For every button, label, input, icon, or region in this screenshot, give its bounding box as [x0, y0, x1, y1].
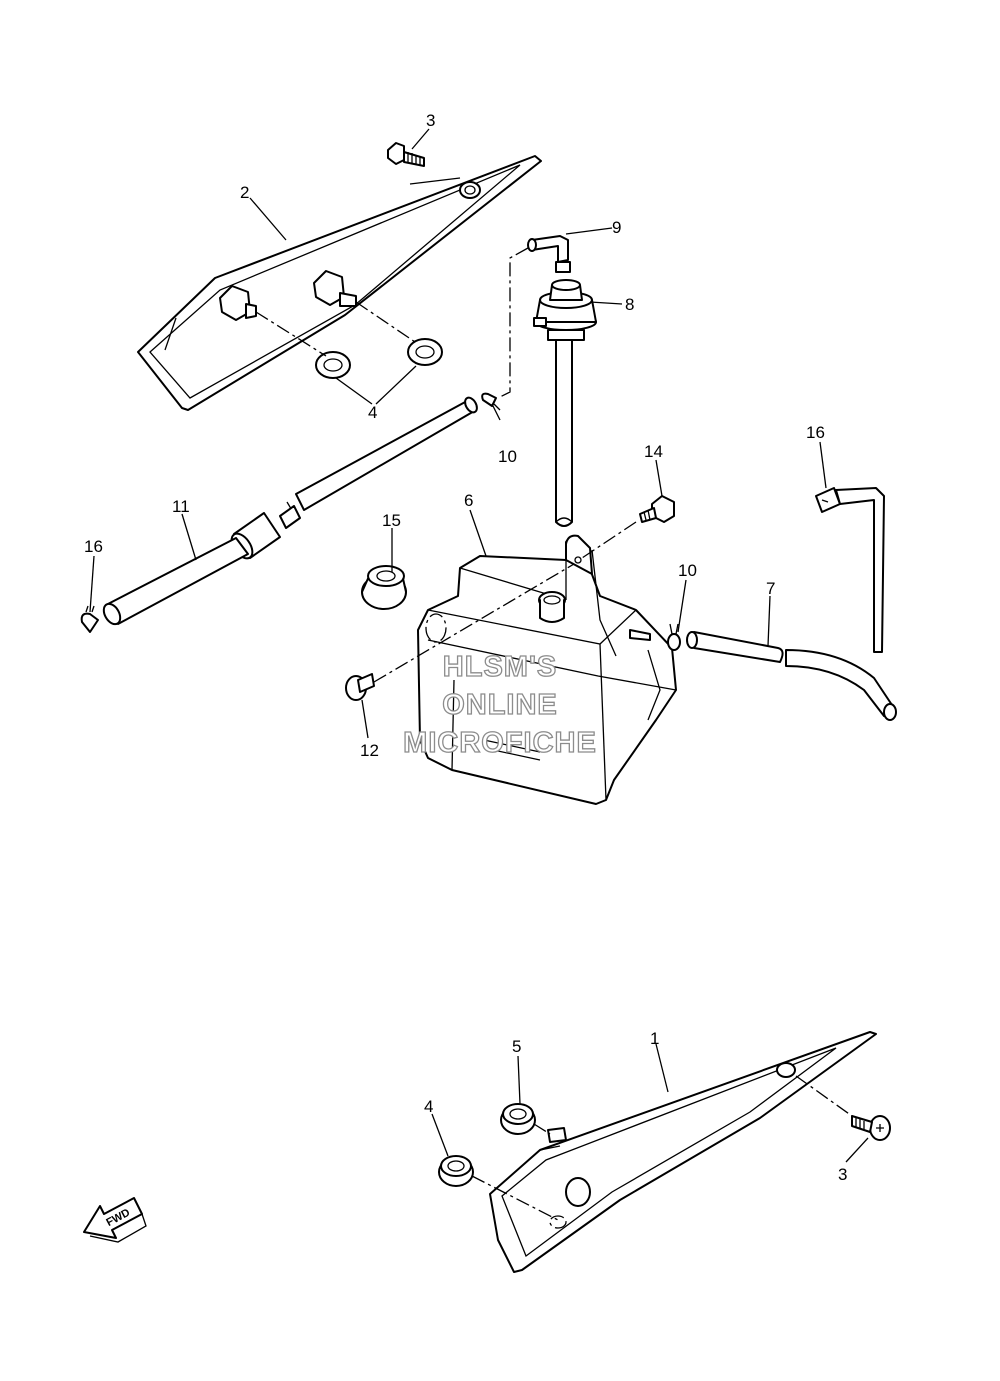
callout-1: 1	[650, 1029, 659, 1048]
callout-labels: 3 2 9 8 4 10 14 16 6 11 15 16 10 7 12 1 …	[84, 111, 847, 1184]
callout-4-lower: 4	[424, 1097, 433, 1116]
grommet-4-lower	[438, 1155, 474, 1187]
callout-7: 8	[625, 295, 634, 314]
callout-8: 9	[612, 218, 621, 237]
callout-16: 16	[806, 423, 825, 442]
watermark-line1: HLSM'S	[443, 651, 557, 683]
grommet-14	[361, 565, 407, 610]
grommet-5	[500, 1103, 536, 1135]
callout-10-right: 10	[678, 561, 697, 580]
callout-10-upper: 10	[498, 447, 517, 466]
leader-lines	[89, 128, 869, 1163]
callout-11: 11	[172, 497, 190, 516]
watermark-line2: ONLINE	[442, 689, 558, 721]
oil-tank	[417, 534, 677, 805]
callout-5: 5	[512, 1037, 521, 1056]
callout-14: 15	[382, 511, 401, 530]
elbow-fitting	[527, 235, 571, 273]
hose-holder	[815, 487, 885, 653]
grommets-upper	[315, 338, 443, 379]
small-clip	[80, 605, 99, 633]
callout-6: 6	[464, 491, 473, 510]
watermark: HLSM'S ONLINE MICROFICHE	[403, 650, 597, 759]
drain-tube	[102, 396, 478, 626]
callout-13: 14	[644, 442, 663, 461]
bolt-12	[345, 673, 375, 701]
side-cover-upper	[137, 155, 542, 411]
forward-arrow-icon: FWD	[83, 1197, 147, 1243]
callout-4-upper: 4	[368, 403, 377, 422]
watermark-line3: MICROFICHE	[403, 727, 597, 759]
callout-15: 16	[84, 537, 103, 556]
callout-3-lower: 3	[838, 1165, 847, 1184]
tank-cap	[533, 279, 597, 341]
bolt-13	[639, 495, 675, 523]
hose-9	[686, 631, 897, 721]
screw-lower	[851, 1115, 891, 1141]
callout-3-upper: 3	[426, 111, 435, 130]
callout-2: 2	[240, 183, 249, 202]
screw-upper	[387, 142, 425, 167]
callout-12: 12	[360, 741, 379, 760]
hose-clip-upper	[481, 392, 501, 411]
callout-9: 7	[766, 579, 775, 598]
side-cover-lower	[489, 1031, 877, 1273]
hose-clip-right	[667, 623, 681, 651]
breather-hose-vertical	[555, 339, 573, 527]
